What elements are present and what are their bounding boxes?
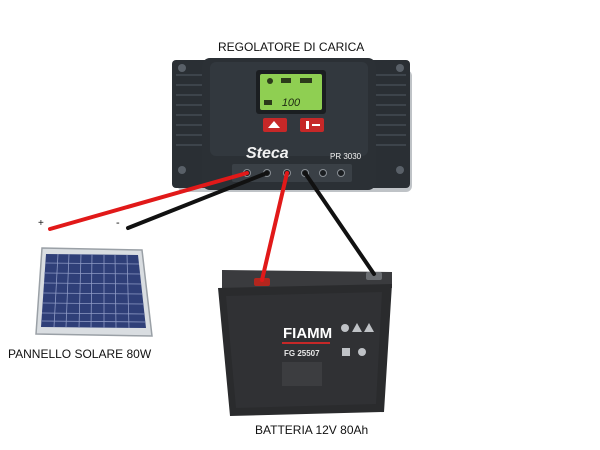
minus-sign-label: -	[116, 217, 120, 229]
panel-label: PANNELLO SOLARE 80W	[8, 347, 151, 361]
controller-model: PR 3030	[330, 152, 362, 161]
battery-brand: FIAMM	[283, 325, 332, 342]
screw-hole	[178, 166, 186, 174]
controller-brand: Steca	[246, 145, 289, 162]
solar-cells	[41, 254, 146, 328]
screw-hole	[178, 64, 186, 72]
plus-sign-label: +	[38, 218, 44, 229]
solar-panel	[36, 248, 152, 336]
terminal-load-plus	[320, 170, 327, 177]
battery-model: FG 25507	[284, 349, 320, 358]
controller-label: REGOLATORE DI CARICA	[218, 40, 364, 54]
lcd-value: 100	[282, 97, 301, 109]
screw-hole	[396, 166, 404, 174]
screw-hole	[396, 64, 404, 72]
battery-label: BATTERIA 12V 80Ah	[255, 423, 368, 437]
terminal-load-minus	[338, 170, 345, 177]
load-icon	[306, 121, 309, 129]
charge-controller: 100 Steca PR 3030	[172, 58, 412, 192]
battery: FIAMM FG 25507	[218, 270, 392, 416]
